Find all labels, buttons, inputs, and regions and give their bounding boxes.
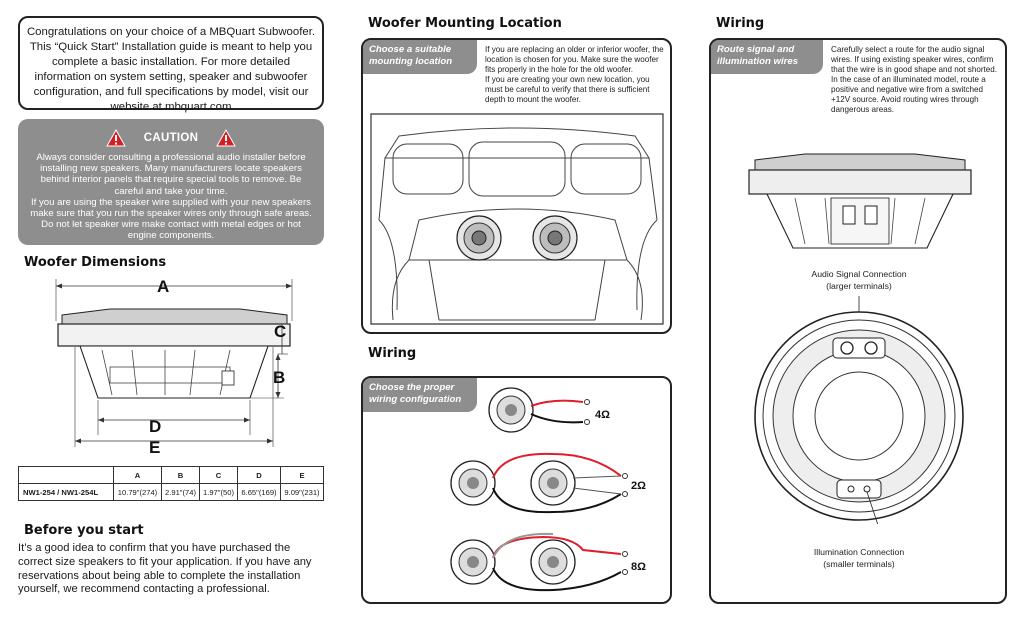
- wiring-8ohm: 8Ω: [450, 532, 646, 592]
- ohm-label-4: 4Ω: [595, 409, 610, 421]
- caution-text-2: If you are using the speaker wire suppli…: [30, 196, 312, 242]
- speaker-right: [532, 215, 578, 261]
- before-start-title: Before you start: [24, 523, 144, 538]
- dimensions-table: A B C D E NW1-254 / NW1-254L 10.79"(274)…: [18, 466, 325, 501]
- table-header-cell: D: [236, 466, 281, 484]
- wiring-2ohm: 2Ω: [450, 452, 646, 514]
- wiring-right-title: Wiring: [716, 16, 765, 31]
- illumination-label-2: (smaller terminals): [823, 559, 895, 569]
- table-header-cell: [18, 466, 114, 484]
- table-cell: 6.65"(169): [236, 483, 281, 501]
- caution-title: CAUTION: [143, 132, 199, 144]
- table-header-cell: A: [112, 466, 163, 484]
- mounting-title: Woofer Mounting Location: [368, 16, 562, 31]
- illumination-label-1: Illumination Connection: [813, 547, 905, 557]
- table-cell: 9.09"(231): [279, 483, 325, 501]
- car-trunk-illustration: [370, 113, 664, 325]
- wiring-config-panel: Choose the proper wiring configuration 4…: [361, 376, 672, 604]
- woofer-dimensions-title: Woofer Dimensions: [24, 255, 167, 270]
- caution-box: CAUTION Always consider consulting a pro…: [18, 119, 324, 245]
- mounting-text-1: If you are replacing an older or inferio…: [485, 45, 664, 74]
- wiring-mid-title: Wiring: [368, 346, 417, 361]
- table-header-cell: C: [199, 466, 238, 484]
- dim-label-c: C: [274, 322, 286, 341]
- illumination-label: Illumination Connection (smaller termina…: [771, 546, 947, 570]
- ohm-label-2: 2Ω: [631, 480, 646, 492]
- woofer-dimension-diagram: A C B D E: [55, 277, 293, 455]
- wiring-config-tag: Choose the proper wiring configuration: [363, 378, 477, 412]
- table-cell-model: NW1-254 / NW1-254L: [18, 483, 114, 501]
- wiring-config-diagram: 4Ω 2Ω: [450, 387, 646, 592]
- audio-signal-label-2: (larger terminals): [826, 281, 892, 291]
- woofer-side-illustration: [748, 153, 972, 249]
- dim-label-a: A: [157, 277, 169, 296]
- wiring-4ohm: 4Ω: [488, 387, 610, 433]
- before-start-text: It’s a good idea to confirm that you hav…: [18, 542, 312, 596]
- audio-signal-label: Audio Signal Connection (larger terminal…: [771, 268, 947, 292]
- ohm-label-8: 8Ω: [631, 561, 646, 573]
- table-header-cell: B: [161, 466, 200, 484]
- dim-label-e: E: [149, 438, 160, 455]
- intro-box: Congratulations on your choice of a MBQu…: [18, 16, 324, 113]
- table-cell: 10.79"(274): [112, 483, 163, 501]
- mounting-text: If you are replacing an older or inferio…: [485, 45, 667, 105]
- speaker-left: [456, 215, 502, 261]
- caution-header: CAUTION: [18, 126, 324, 150]
- mounting-text-2: If you are creating your own new locatio…: [485, 75, 650, 104]
- route-wires-panel: Route signal and illumination wires Care…: [709, 38, 1007, 604]
- table-cell: 1.97"(50): [199, 483, 238, 501]
- route-wires-text: Carefully select a route for the audio s…: [831, 45, 998, 114]
- caution-text-1: Always consider consulting a professiona…: [36, 152, 306, 197]
- table-row: NW1-254 / NW1-254L 10.79"(274) 2.91"(74)…: [18, 483, 325, 501]
- warning-icon: [216, 129, 237, 147]
- woofer-back-illustration: [754, 296, 964, 524]
- table-header-row: A B C D E: [18, 466, 325, 484]
- audio-signal-label-1: Audio Signal Connection: [811, 269, 907, 279]
- intro-text: Congratulations on your choice of a MBQu…: [26, 26, 316, 113]
- route-wires-tag: Route signal and illumination wires: [711, 40, 823, 74]
- warning-icon: [105, 129, 126, 147]
- table-header-cell: E: [279, 466, 325, 484]
- dim-label-d: D: [149, 417, 161, 436]
- table-cell: 2.91"(74): [161, 483, 200, 501]
- mounting-tag: Choose a suitable mounting location: [363, 40, 477, 74]
- dim-label-b: B: [273, 368, 285, 387]
- mounting-panel: Choose a suitable mounting location If y…: [361, 38, 672, 334]
